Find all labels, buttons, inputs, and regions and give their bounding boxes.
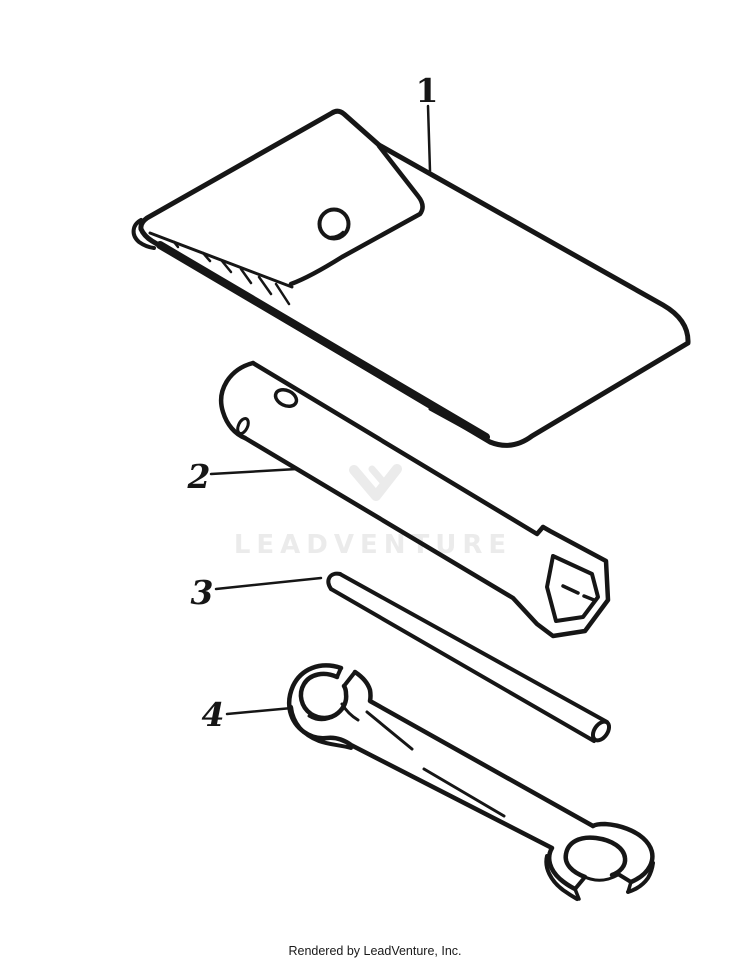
part-4-open-end-wrench [287,663,655,901]
callout-label-4: 4 [202,695,225,734]
leader-line-3 [214,576,323,591]
rod-end-face [590,719,612,743]
edge-hole [236,417,250,435]
callout-3: 3 [191,573,323,612]
leadventure-v-inner-icon [368,464,400,487]
pin-hole [273,388,299,408]
callout-2: 2 [187,457,299,496]
callout-4: 4 [202,695,294,734]
callout-label-3: 3 [191,573,214,612]
snap-button [317,207,351,241]
leader-line-2 [209,467,299,476]
footer-credit: Rendered by LeadVenture, Inc. [288,944,462,959]
callout-label-1: 1 [416,71,439,110]
leader-line-4 [225,706,294,716]
artwork: 1 2 3 4 [131,71,691,901]
callout-label-2: 2 [187,457,211,496]
part-3-tommy-bar [326,571,612,743]
part-2-spark-plug-wrench [219,360,611,639]
watermark: LEADVENTURE [234,464,512,560]
part-1-tool-pouch [131,108,691,448]
leader-line-1 [426,104,432,173]
callout-1: 1 [416,71,439,173]
watermark-text: LEADVENTURE [234,530,512,560]
